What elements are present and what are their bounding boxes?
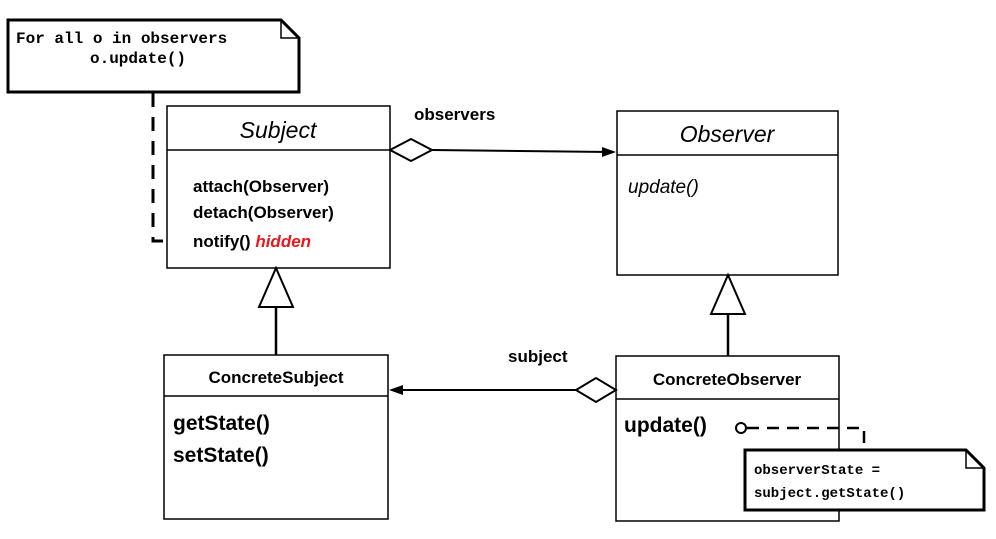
class-subject: Subject attach(Observer) detach(Observer… bbox=[166, 105, 391, 269]
update-anchor-circle bbox=[735, 422, 747, 434]
note-bottom-frame bbox=[743, 448, 986, 512]
note-bottom-line1: observerState = bbox=[754, 463, 880, 479]
observers-arrowhead bbox=[602, 147, 616, 157]
generalization-observer bbox=[709, 272, 747, 356]
association-subject: subject bbox=[389, 347, 618, 404]
subject-method-attach: attach(Observer) bbox=[193, 177, 329, 196]
subject-method-detach: detach(Observer) bbox=[193, 203, 334, 222]
concrete-subject-method-getstate: getState() bbox=[173, 412, 270, 435]
class-concrete-subject: ConcreteSubject getState() setState() bbox=[163, 354, 389, 520]
aggregation-diamond-subject bbox=[387, 137, 435, 163]
subject-role-label: subject bbox=[508, 347, 568, 366]
subject-arrowhead bbox=[389, 385, 403, 395]
association-observers: observers bbox=[387, 105, 616, 163]
observer-name: Observer bbox=[680, 121, 776, 147]
concrete-observer-method-update: update() bbox=[624, 414, 707, 437]
concrete-observer-name: ConcreteObserver bbox=[653, 370, 802, 389]
note-top-line1: For all o in observers bbox=[16, 30, 227, 48]
subject-name: Subject bbox=[240, 117, 318, 143]
subject-box bbox=[166, 105, 391, 269]
observers-role-label: observers bbox=[414, 105, 495, 124]
note-top-fold bbox=[280, 20, 299, 39]
notify-hidden-tag: hidden bbox=[255, 232, 311, 251]
note-bottom-connector bbox=[747, 426, 866, 446]
note-top-connector bbox=[151, 93, 171, 243]
inheritance-triangle-observer bbox=[709, 272, 747, 315]
class-observer: Observer update() bbox=[616, 110, 839, 276]
note-top-frame bbox=[6, 18, 301, 94]
concrete-subject-method-setstate: setState() bbox=[173, 444, 269, 467]
inheritance-triangle-subject bbox=[257, 265, 295, 308]
note-bottom-line2: subject.getState() bbox=[754, 486, 905, 502]
note-bottom: observerState = subject.getState() bbox=[743, 448, 986, 512]
subject-method-notify: notify() hidden bbox=[193, 232, 311, 251]
note-top: For all o in observers o.update() bbox=[6, 18, 301, 94]
observer-box bbox=[616, 110, 839, 276]
note-bottom-fold bbox=[965, 450, 984, 469]
observers-association-line bbox=[431, 149, 611, 153]
generalization-subject bbox=[257, 265, 295, 355]
concrete-subject-name: ConcreteSubject bbox=[208, 368, 343, 387]
notify-label: notify() bbox=[193, 232, 251, 251]
observer-method-update: update() bbox=[628, 177, 699, 198]
aggregation-diamond-concrete-observer bbox=[574, 376, 618, 404]
note-top-line2: o.update() bbox=[90, 50, 186, 68]
